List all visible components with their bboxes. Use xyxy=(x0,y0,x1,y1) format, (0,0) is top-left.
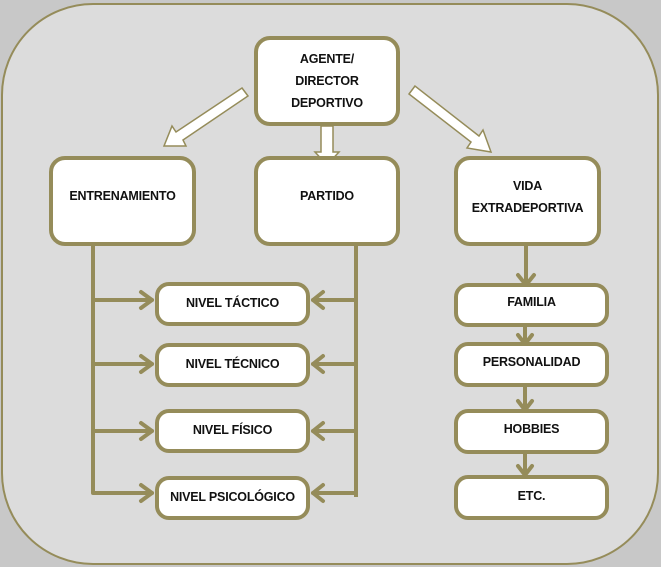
arrow-from-partido-tecnico xyxy=(311,354,358,374)
node-nivel-tactico: NIVEL TÁCTICO xyxy=(155,282,310,326)
node-familia: FAMILIA xyxy=(454,283,609,327)
node-partido: PARTIDO xyxy=(254,156,400,246)
node-nivel-psicologico: NIVEL PSICOLÓGICO xyxy=(155,476,310,520)
hobbies-label: HOBBIES xyxy=(503,422,560,436)
arrow-to-tecnico xyxy=(91,354,154,374)
block-arrow-left xyxy=(162,86,250,147)
right-branch-arrows xyxy=(311,290,358,503)
arrow-vida-to-familia xyxy=(516,242,536,287)
root-line-1: AGENTE/ xyxy=(299,52,355,66)
nivel-fisico-label: NIVEL FÍSICO xyxy=(192,423,273,437)
node-nivel-fisico: NIVEL FÍSICO xyxy=(155,409,310,453)
arrow-to-tactico xyxy=(91,290,154,310)
nivel-tecnico-label: NIVEL TÉCNICO xyxy=(185,357,280,371)
node-nivel-tecnico: NIVEL TÉCNICO xyxy=(155,343,310,387)
root-node-agente: AGENTE/ DIRECTOR DEPORTIVO xyxy=(254,36,400,126)
arrow-from-partido-fisico xyxy=(311,421,358,441)
personalidad-label: PERSONALIDAD xyxy=(482,355,581,369)
vida-label-line-2: EXTRADEPORTIVA xyxy=(471,201,584,215)
etc-label: ETC. xyxy=(517,489,546,503)
left-branch-arrows xyxy=(91,290,154,503)
nivel-psicologico-label: NIVEL PSICOLÓGICO xyxy=(170,490,295,504)
entrenamiento-label: ENTRENAMIENTO xyxy=(69,189,176,203)
arrow-to-psicologico xyxy=(91,483,154,503)
block-arrow-right xyxy=(407,84,493,153)
node-hobbies: HOBBIES xyxy=(454,409,609,454)
arrow-personalidad-to-hobbies xyxy=(516,383,534,412)
nivel-tactico-label: NIVEL TÁCTICO xyxy=(185,296,279,310)
node-entrenamiento: ENTRENAMIENTO xyxy=(49,156,196,246)
node-etc: ETC. xyxy=(454,475,609,520)
arrow-from-partido-tactico xyxy=(311,290,358,310)
root-line-2: DIRECTOR xyxy=(295,74,359,88)
root-line-3: DEPORTIVO xyxy=(291,96,363,110)
node-personalidad: PERSONALIDAD xyxy=(454,342,609,387)
vida-label-line-1: VIDA xyxy=(512,179,543,193)
familia-label: FAMILIA xyxy=(507,295,556,309)
arrow-from-partido-psicologico xyxy=(311,483,358,503)
node-vida-extradeportiva: VIDA EXTRADEPORTIVA xyxy=(454,156,601,246)
partido-label: PARTIDO xyxy=(300,189,354,203)
arrow-to-fisico xyxy=(91,421,154,441)
